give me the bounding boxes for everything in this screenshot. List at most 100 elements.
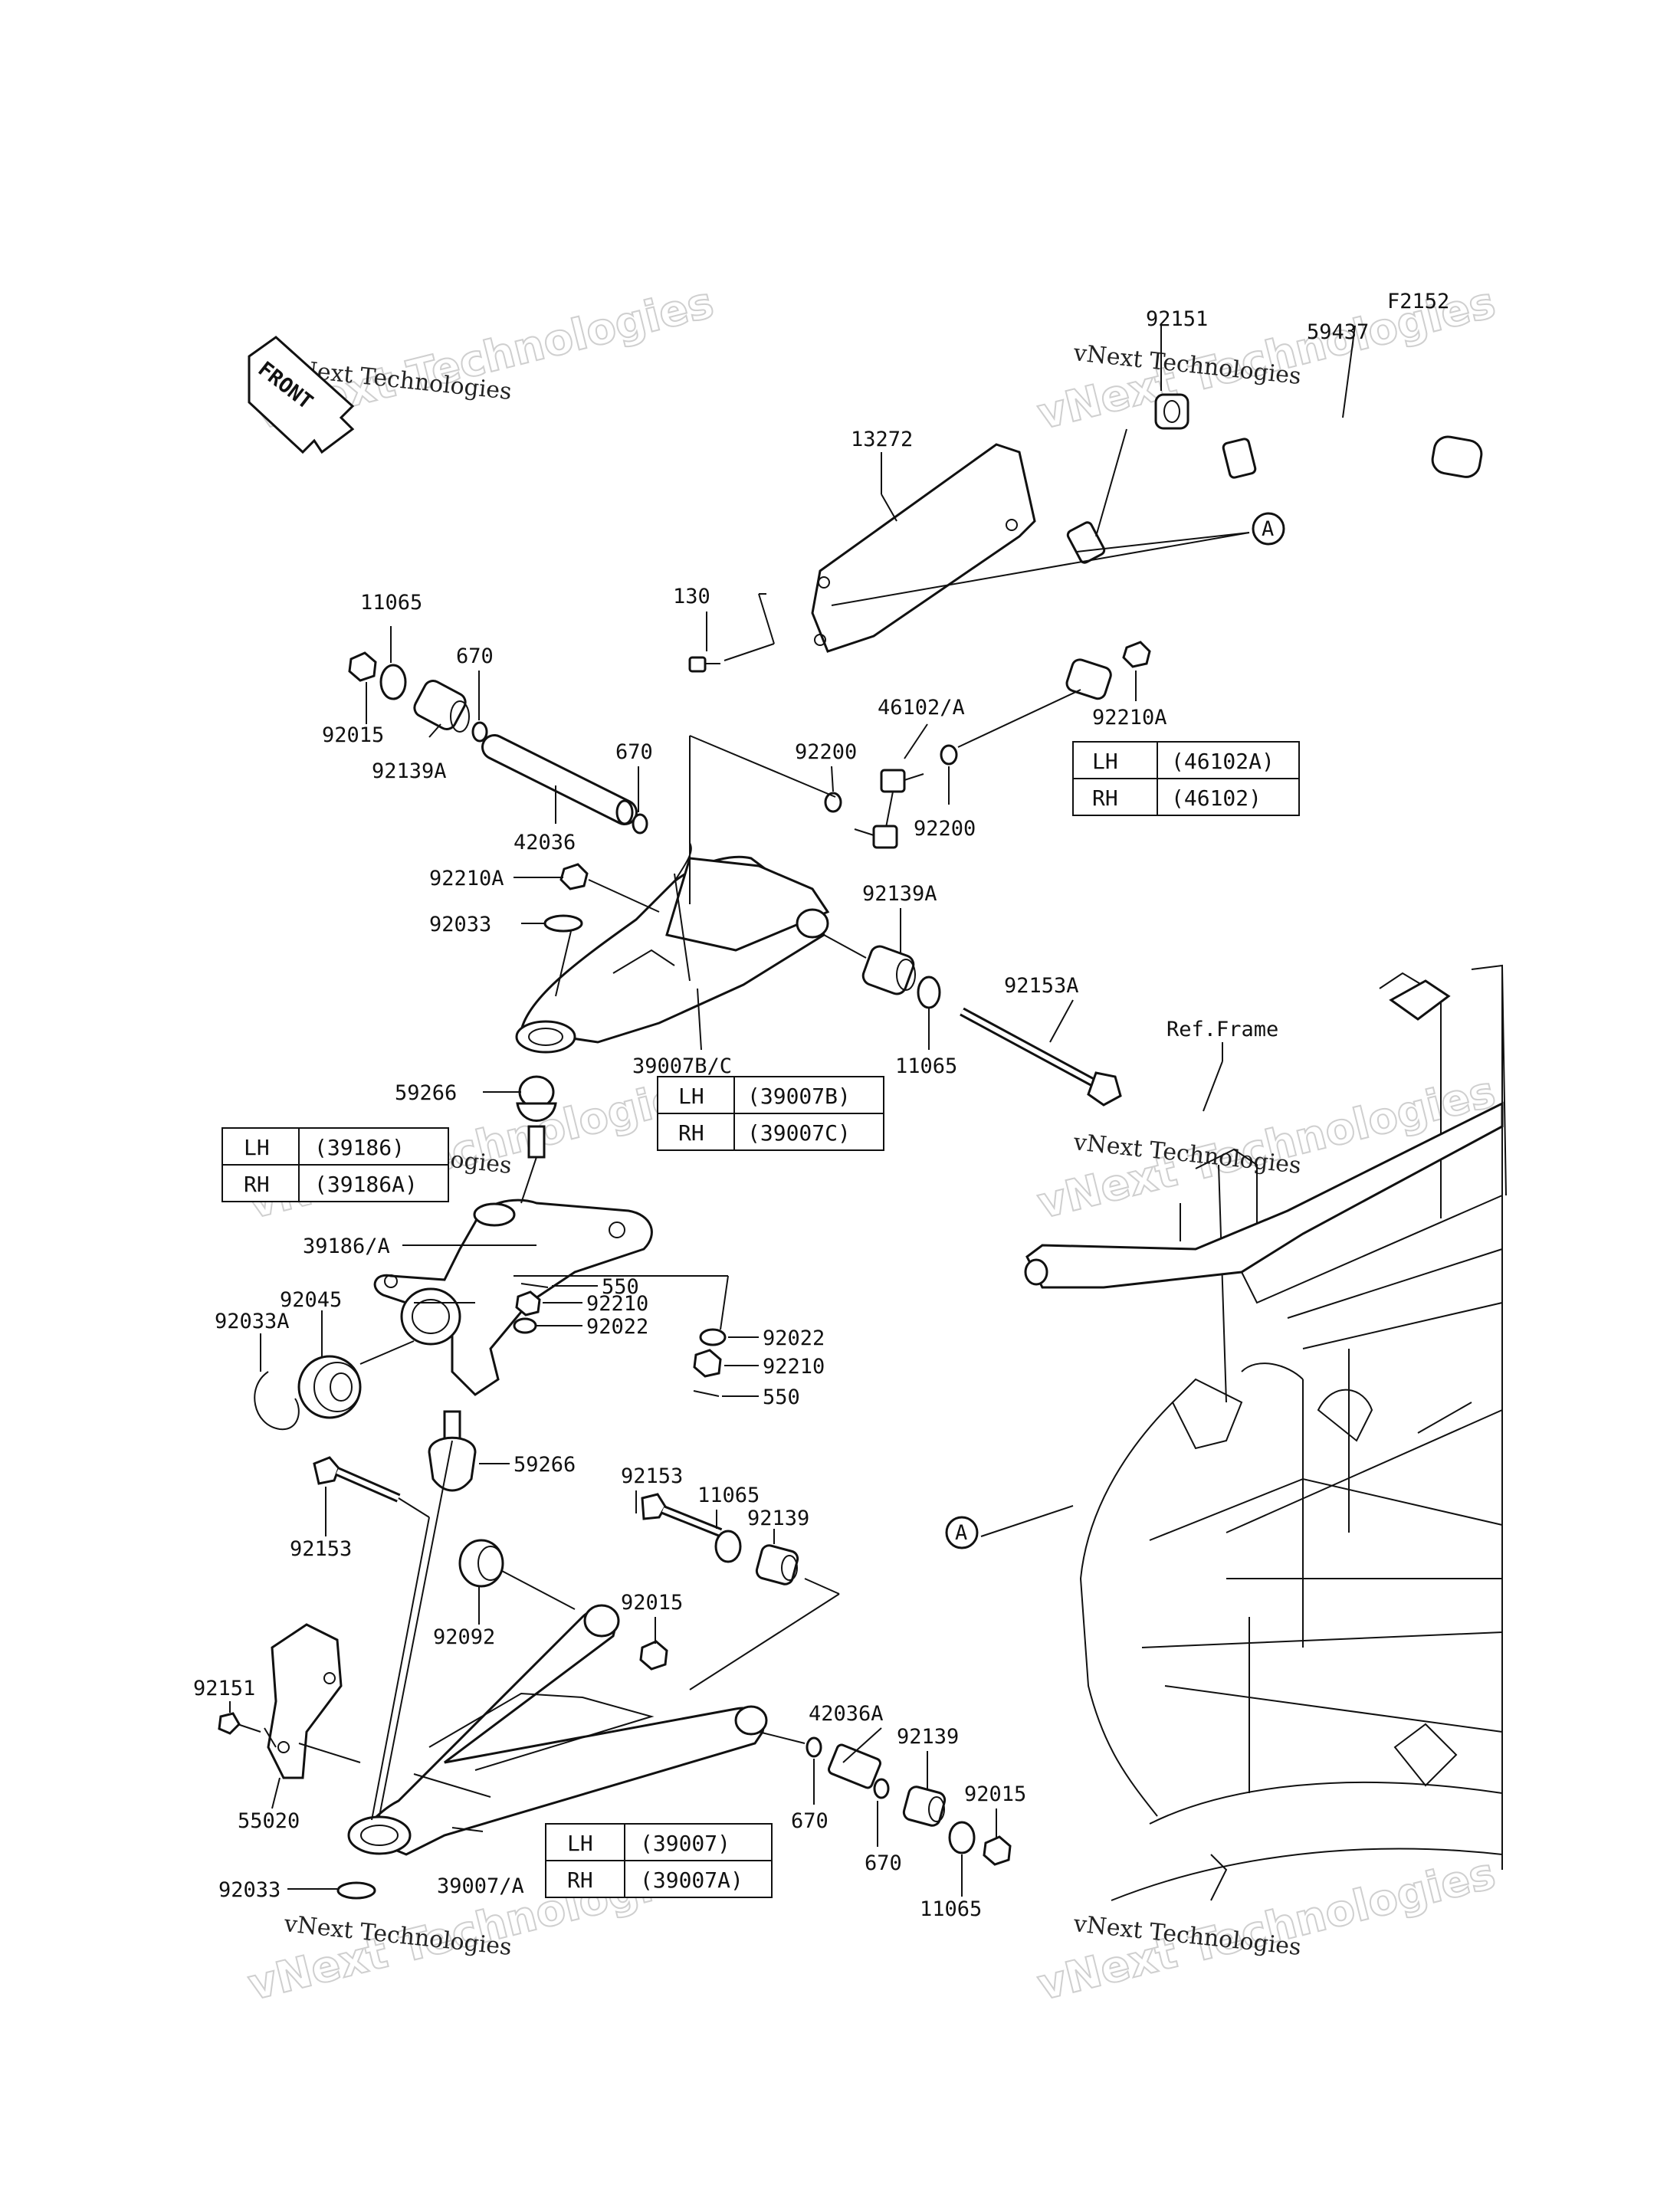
label-39186: 39186/A bbox=[303, 1235, 390, 1258]
label-11065-bottom: 11065 bbox=[920, 1897, 982, 1921]
label-92045: 92045 bbox=[280, 1288, 342, 1312]
label-42036: 42036 bbox=[514, 831, 576, 854]
table-39007: LH (39007) RH (39007A) bbox=[545, 1823, 773, 1898]
label-92210-a: 92210 bbox=[586, 1292, 648, 1316]
pivot-shaft-42036 bbox=[481, 734, 638, 825]
label-92210A-left: 92210A bbox=[429, 867, 504, 890]
table-cell: RH bbox=[567, 1867, 593, 1893]
oring-670-a bbox=[471, 721, 488, 743]
label-550-a: 550 bbox=[602, 1275, 639, 1299]
table-cell: LH bbox=[567, 1831, 593, 1856]
label-92015-mid: 92015 bbox=[621, 1591, 683, 1615]
label-92033-bottom: 92033 bbox=[218, 1878, 281, 1902]
oring-670-c bbox=[806, 1736, 822, 1758]
label-92015-low: 92015 bbox=[964, 1782, 1026, 1806]
table-46102: LH (46102A) RH (46102) bbox=[1072, 741, 1300, 816]
ref-marker-text: A bbox=[1262, 517, 1274, 541]
skid-plate-55020 bbox=[267, 1623, 343, 1779]
bolt-92153-left bbox=[313, 1456, 401, 1503]
label-42036A: 42036A bbox=[809, 1702, 884, 1726]
table-cell: RH bbox=[244, 1172, 270, 1197]
ref-marker-bottom: A bbox=[945, 1516, 979, 1549]
table-cell: RH bbox=[678, 1120, 704, 1146]
diagram-code: F2152 bbox=[1387, 290, 1449, 313]
nut-92210A-left bbox=[559, 863, 589, 890]
washer-92022-b bbox=[699, 1328, 727, 1346]
washer-11065-bottom bbox=[948, 1821, 976, 1854]
washer-92200-b bbox=[940, 744, 958, 766]
label-92033A: 92033A bbox=[215, 1310, 290, 1333]
table-cell: (39186) bbox=[314, 1135, 405, 1160]
label-11065-top: 11065 bbox=[360, 591, 422, 615]
label-92200-a: 92200 bbox=[795, 740, 857, 764]
front-arrow-icon: FRONT bbox=[248, 336, 355, 454]
washer-11065-top bbox=[379, 664, 407, 700]
bushing-92092 bbox=[458, 1539, 504, 1588]
circlip-92033-bottom bbox=[336, 1881, 376, 1900]
label-130: 130 bbox=[673, 585, 710, 608]
label-92033: 92033 bbox=[429, 913, 491, 936]
label-670-b: 670 bbox=[615, 740, 653, 764]
label-11065-low: 11065 bbox=[697, 1484, 760, 1507]
label-92153A: 92153A bbox=[1004, 974, 1079, 998]
table-cell: (39007B) bbox=[747, 1084, 851, 1109]
bolt-92153-mid bbox=[641, 1493, 723, 1537]
cotter-pin-550-b bbox=[693, 1390, 720, 1397]
circlip-92033 bbox=[543, 914, 583, 933]
oring-670-b bbox=[632, 813, 648, 835]
label-92151-top: 92151 bbox=[1146, 307, 1208, 331]
washer-11065-mid bbox=[917, 976, 941, 1009]
table-cell: (39007) bbox=[640, 1831, 730, 1856]
label-550-b: 550 bbox=[763, 1385, 800, 1409]
washer-11065-low bbox=[714, 1530, 742, 1563]
label-92015-top: 92015 bbox=[322, 723, 384, 747]
table-cell: (46102A) bbox=[1171, 749, 1275, 774]
ref-marker-text: A bbox=[955, 1521, 967, 1545]
label-59266-bottom: 59266 bbox=[514, 1453, 576, 1477]
circlip-92033A bbox=[254, 1371, 300, 1431]
nut-92015-top bbox=[348, 651, 377, 682]
nut-92015-mid bbox=[639, 1640, 668, 1671]
label-92153-left: 92153 bbox=[290, 1537, 352, 1561]
label-59437: 59437 bbox=[1307, 320, 1369, 344]
label-59266-top: 59266 bbox=[395, 1081, 457, 1105]
label-92151-bottom: 92151 bbox=[193, 1677, 255, 1700]
table-cell: LH bbox=[1092, 749, 1118, 774]
label-11065-mid: 11065 bbox=[895, 1054, 957, 1078]
table-cell: (39007A) bbox=[640, 1867, 743, 1893]
bearing-92045 bbox=[297, 1355, 362, 1419]
leader-lines bbox=[229, 325, 1356, 1897]
label-92139-low: 92139 bbox=[897, 1725, 959, 1749]
table-39007BC: LH (39007B) RH (39007C) bbox=[657, 1076, 884, 1151]
watermark-bottom-right: vNext Technologies vNext Technologies bbox=[1032, 1848, 1501, 2011]
bushing-92139-low bbox=[902, 1785, 947, 1827]
label-92139A-top: 92139A bbox=[372, 759, 447, 783]
table-cell: LH bbox=[678, 1084, 704, 1109]
nut-92015-low bbox=[983, 1835, 1012, 1866]
vehicle-frame bbox=[1024, 964, 1507, 1901]
bolt-92151-bottom bbox=[218, 1712, 261, 1735]
lower-a-arm bbox=[347, 1604, 768, 1856]
washer-92022-a bbox=[513, 1317, 537, 1334]
label-670-a: 670 bbox=[456, 644, 494, 668]
washer-92200-a bbox=[824, 792, 842, 813]
nut-92210-a bbox=[515, 1290, 541, 1317]
cotter-pin-550-a bbox=[520, 1283, 549, 1288]
part-labels: 59437 92151 13272 130 11065 670 92015 92… bbox=[193, 307, 1369, 1921]
label-92022-a: 92022 bbox=[586, 1315, 648, 1339]
label-39007A: 39007/A bbox=[437, 1874, 524, 1898]
label-ref-frame: Ref.Frame bbox=[1166, 1018, 1278, 1041]
label-92139A-mid: 92139A bbox=[862, 882, 937, 906]
ball-joint-59266-bottom bbox=[428, 1410, 477, 1492]
label-55020: 55020 bbox=[238, 1809, 300, 1833]
label-92210A-right: 92210A bbox=[1092, 706, 1167, 730]
bushing-92139A-mid bbox=[861, 945, 916, 995]
bushing-92139A-top bbox=[413, 680, 470, 733]
bolt-92153A bbox=[960, 1007, 1122, 1107]
label-670-d: 670 bbox=[865, 1851, 902, 1875]
table-39186: LH (39186) RH (39186A) bbox=[221, 1127, 449, 1202]
table-cell: (46102) bbox=[1171, 785, 1262, 811]
collar-42036A bbox=[828, 1743, 881, 1789]
bolt-130 bbox=[688, 656, 720, 673]
